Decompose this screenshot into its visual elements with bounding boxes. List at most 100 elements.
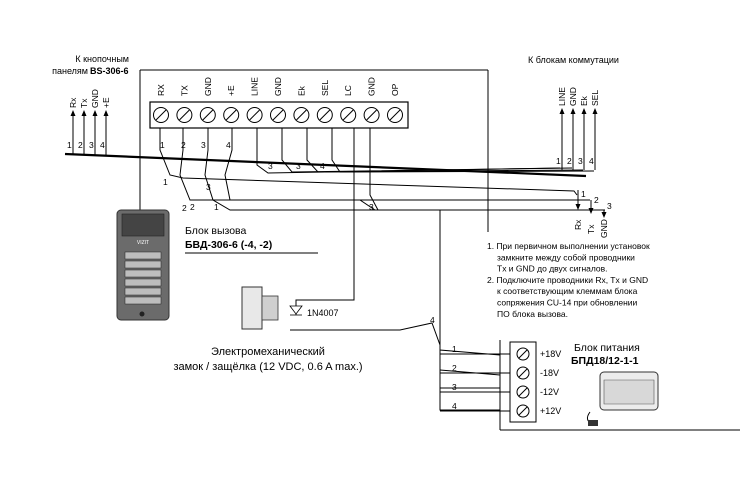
terminal-label: GND: [273, 77, 283, 96]
terminal-label: GND: [367, 77, 377, 96]
terminal-label: +E: [226, 85, 236, 96]
right-top-wire-label: GND: [568, 87, 578, 106]
wire-number: 1: [163, 177, 168, 187]
call-panel-key: [124, 296, 162, 305]
terminal-label: Ek: [296, 85, 306, 96]
call-block-model: БВД-306-6 (-4, -2): [185, 239, 272, 251]
left-wire-number: 2: [78, 140, 83, 150]
left-wire-number: 1: [67, 140, 72, 150]
psu-terminal-label: -12V: [540, 387, 559, 397]
left-wire-number: 3: [89, 140, 94, 150]
terminal-label: LC: [343, 85, 353, 96]
right-top-wire-arrow: [592, 108, 598, 114]
buttons-panel-sub: панелям: [52, 66, 88, 76]
psu-terminal-slot: [518, 406, 528, 416]
notes-block: 1. При первичном выполнении установокзам…: [487, 241, 650, 319]
lock-label-line2: замок / защёлка (12 VDC, 0.6 A max.): [173, 361, 362, 373]
left-wire-label: +E: [101, 97, 111, 108]
terminal-slot: [366, 109, 377, 121]
left-wire-arrow: [70, 110, 76, 116]
wire-number: 4: [320, 161, 325, 171]
terminal-slot: [179, 109, 190, 121]
right-bottom-wire-label: Rx: [573, 219, 583, 230]
lock-body: [241, 286, 263, 330]
wire-number: 3: [268, 161, 273, 171]
left-wire-label: Rx: [68, 97, 78, 108]
call-panel-camera: [139, 311, 145, 317]
wire-number: 4: [430, 315, 435, 325]
wire-number: 3: [296, 161, 301, 171]
right-top-wire-number: 3: [578, 156, 583, 166]
note-line: сопряжения CU-14 при обновлении: [497, 298, 638, 308]
lock-device: [241, 286, 279, 330]
lock-latch: [261, 295, 279, 321]
call-panel-key: [124, 269, 162, 278]
terminal-slot: [389, 109, 401, 121]
wire-number: 4: [226, 140, 231, 150]
wire-number: 3: [206, 182, 211, 192]
terminal-slot: [319, 109, 331, 121]
wire-number: 2: [182, 203, 187, 213]
note-line: 2. Подключите проводники Rx, Tx и GND: [487, 275, 648, 285]
right-top-wire-number: 1: [556, 156, 561, 166]
right-bottom-wire-number: 3: [607, 201, 612, 211]
terminal-slot: [296, 109, 307, 121]
psu-model: БПД18/12-1-1: [571, 355, 639, 367]
gnd3-wire: [369, 128, 500, 389]
call-panel-key: [124, 251, 162, 260]
lc-wire: [295, 128, 355, 315]
psu-terminal-label: +12V: [540, 406, 561, 416]
right-bottom-wire-arrow: [588, 208, 594, 214]
right-bottom-wire-arrow: [601, 212, 607, 218]
e-wire: [224, 128, 605, 211]
right-bottom-wire-arrow: [575, 204, 581, 210]
right-top-wire-label: Ek: [579, 95, 589, 106]
note-line: замкните между собой проводники: [497, 252, 635, 262]
note-line: 1. При первичном выполнении установок: [487, 241, 650, 251]
right-bottom-wire-number: 2: [594, 195, 599, 205]
left-wire-arrow: [103, 110, 109, 116]
psu-wire-number: 3: [452, 382, 457, 392]
sel-wire: [331, 128, 595, 173]
right-top-wire-label: LINE: [557, 87, 567, 106]
terminal-label: RX: [156, 84, 166, 96]
psu-wire-number: 1: [452, 344, 457, 354]
call-panel-key: [124, 260, 162, 269]
switch-blocks-label: К блокам коммутации: [528, 55, 619, 65]
call-panel: VIZIT: [116, 209, 170, 321]
call-panel-key: [124, 278, 162, 287]
call-panel-grille: [121, 213, 165, 237]
psu-terminal-slot: [518, 387, 528, 397]
right-top-wire-arrow: [570, 108, 576, 114]
terminal-slot: [202, 109, 214, 121]
terminal-screws: [153, 107, 403, 123]
right-bottom-wire-label: GND: [599, 219, 609, 238]
terminal-label: OP: [390, 83, 400, 96]
terminal-slot: [225, 109, 237, 121]
terminal-slot: [249, 109, 260, 121]
terminal-label: LINE: [250, 77, 260, 96]
psu-device: [586, 371, 659, 426]
wire-number: 1: [160, 140, 165, 150]
left-wire-number: 4: [100, 140, 105, 150]
diode-label: 1N4007: [307, 308, 339, 318]
right-top-wire-number: 2: [567, 156, 572, 166]
terminal-slot: [342, 109, 354, 121]
left-wire-arrow: [81, 110, 87, 116]
bus-cable: [64, 152, 587, 178]
lock-return-wire: [290, 322, 441, 346]
right-top-wire-arrow: [559, 108, 565, 114]
ek-wire: [306, 128, 584, 173]
call-panel-key: [124, 287, 162, 296]
right-bottom-wire-label: Tx: [586, 224, 596, 234]
psu-terminal-label: -18V: [540, 368, 559, 378]
psu-plug: [588, 420, 598, 426]
wire-number: 3: [201, 140, 206, 150]
psu-terminal-slot: [518, 349, 528, 359]
wire-number: 2: [181, 140, 186, 150]
wire-number: 1: [214, 202, 219, 212]
